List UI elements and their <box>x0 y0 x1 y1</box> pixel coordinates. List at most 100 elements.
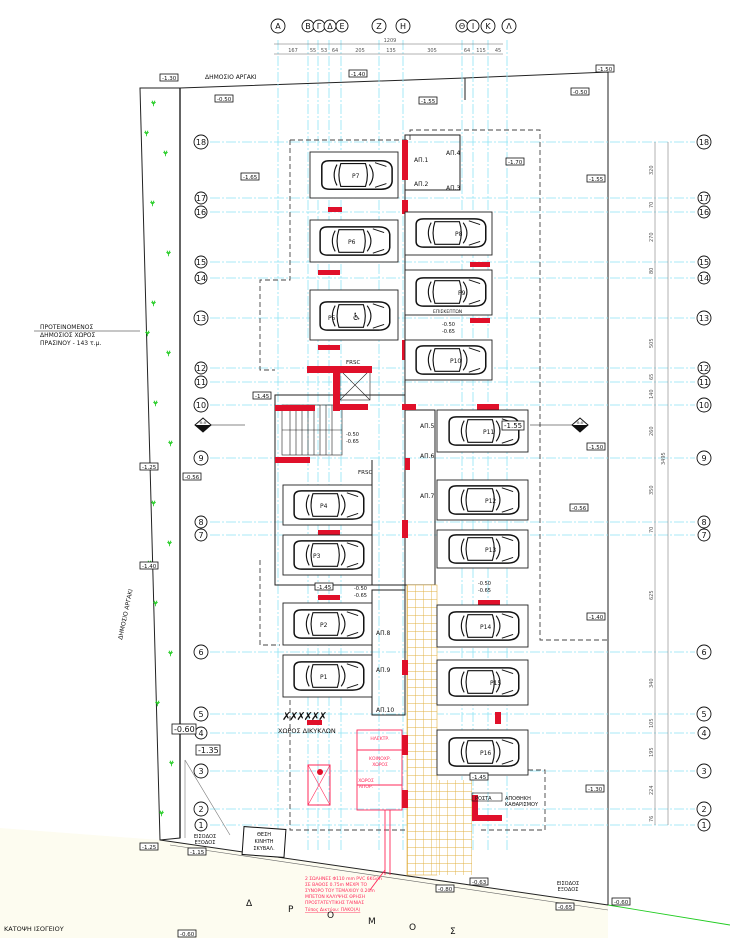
svg-text:270: 270 <box>649 232 655 242</box>
svg-text:-0.50: -0.50 <box>217 97 232 103</box>
road-label: Δ Ρ Ο Μ Ο Σ <box>246 899 456 937</box>
svg-text:140: 140 <box>649 389 655 399</box>
level-tag: -1.30 <box>585 784 605 793</box>
svg-text:2 ΣΩΛΗΝΕΣ Φ110 mm PVC 6KG/m: 2 ΣΩΛΗΝΕΣ Φ110 mm PVC 6KG/m <box>305 876 382 882</box>
level-tag: -0.60 <box>611 897 631 906</box>
parking-space-p4: P4 <box>282 484 373 526</box>
svg-text:P14: P14 <box>480 624 491 631</box>
svg-text:-1.35: -1.35 <box>198 746 219 755</box>
grid-label: Α <box>275 22 281 31</box>
level-tag: -1.55 <box>586 174 606 183</box>
trash-room-label: ΧΩΡΟΣ <box>358 778 374 784</box>
svg-text:ΠΡΑΣΙΝΟΥ - 143 τ.μ.: ΠΡΑΣΙΝΟΥ - 143 τ.μ. <box>40 340 101 347</box>
column-dimensions: 1209 167 55 53 64 205 135 305 64 115 45 <box>274 38 503 55</box>
svg-text:-0.65: -0.65 <box>346 439 359 445</box>
level-tag: -0.65 <box>555 902 575 911</box>
svg-text:80: 80 <box>649 268 655 274</box>
level-tag: -1.15 <box>187 847 207 856</box>
svg-text:305: 305 <box>427 48 437 54</box>
svg-text:320: 320 <box>649 165 655 175</box>
svg-text:260: 260 <box>649 426 655 436</box>
cleaning-store-label: ΑΠΟΘΗΚΗ <box>505 796 531 802</box>
exit-label: ΕΞΟΔΟΣ <box>558 887 579 893</box>
level-tag: -1.50 <box>586 442 606 451</box>
svg-text:Δ: Δ <box>246 899 253 909</box>
svg-text:-0.65: -0.65 <box>558 905 573 911</box>
common-room-label: ΚΟΙΝΟΧΡ. <box>369 756 391 762</box>
svg-text:14: 14 <box>196 274 206 283</box>
level-tag: -1.25 <box>139 462 159 471</box>
svg-text:P16: P16 <box>480 750 491 757</box>
level-tag: -1.55 <box>501 420 525 431</box>
row-bubbles-left: 18 17 16 15 14 13 12 11 10 9 8 7 6 5 4 3… <box>193 134 209 832</box>
svg-text:2: 2 <box>198 805 203 814</box>
svg-text:-1.55: -1.55 <box>504 422 522 430</box>
drawing-title: ΚΑΤΟΨΗ ΙΣΟΓΕΙΟΥ <box>4 925 64 933</box>
level-tag: -0.50 <box>214 94 234 103</box>
svg-text:-1.55: -1.55 <box>421 99 436 105</box>
svg-text:115: 115 <box>476 48 486 54</box>
svg-text:ΑΠ.2: ΑΠ.2 <box>414 181 429 188</box>
svg-text:ΑΠ.1: ΑΠ.1 <box>414 157 429 164</box>
svg-text:350: 350 <box>649 485 655 495</box>
grid-label: Η <box>400 22 406 31</box>
svg-text:8: 8 <box>198 518 203 527</box>
level-tag: -0.60 <box>171 723 197 735</box>
svg-text:Θ-Θ: Θ-Θ <box>200 421 207 425</box>
level-tag: -1.40 <box>139 561 159 570</box>
svg-text:167: 167 <box>288 48 298 54</box>
common-room-label: ΧΩΡΟΣ <box>372 762 388 768</box>
svg-text:2: 2 <box>701 805 706 814</box>
top-lane-label: ΔΗΜΟΣΙΟ ΑΡΓΑΚΙ <box>205 74 257 81</box>
svg-text:ΣΚΥΒΑΛ.: ΣΚΥΒΑΛ. <box>253 846 275 852</box>
svg-text:12: 12 <box>196 364 206 373</box>
entrance-label: ΕΙΣΟΔΟΣ <box>557 881 579 887</box>
parking-space-p8: P8 <box>404 211 493 256</box>
svg-text:135: 135 <box>386 48 396 54</box>
trash-room-label: ΑΠΟΡ. <box>359 784 373 790</box>
svg-text:6: 6 <box>701 648 706 657</box>
grid-label: Ζ <box>376 22 382 31</box>
svg-text:P15: P15 <box>490 680 501 687</box>
svg-text:16: 16 <box>699 208 709 217</box>
svg-text:15: 15 <box>196 258 206 267</box>
grid-label: Θ <box>459 22 465 31</box>
svg-text:11: 11 <box>196 378 206 387</box>
svg-text:-0.56: -0.56 <box>185 475 200 481</box>
grid-label: Ι <box>472 22 474 31</box>
svg-text:-1.40: -1.40 <box>351 72 366 78</box>
svg-text:224: 224 <box>649 785 655 795</box>
property-boundary <box>179 71 609 905</box>
svg-text:3: 3 <box>701 767 706 776</box>
svg-text:3: 3 <box>198 767 203 776</box>
svg-text:ΣΕ ΒΑΘΟΣ 0.75m ΜΕΧΡΙ ΤΟ: ΣΕ ΒΑΘΟΣ 0.75m ΜΕΧΡΙ ΤΟ <box>305 882 368 888</box>
parking-space-p14: P14 <box>436 604 529 648</box>
svg-text:70: 70 <box>649 202 655 208</box>
svg-text:ΜΠΕΤΟΝ ΚΑΛΥΨΗΣ ΘΡΗΣΗ: ΜΠΕΤΟΝ ΚΑΛΥΨΗΣ ΘΡΗΣΗ <box>305 894 365 900</box>
svg-text:-1.15: -1.15 <box>190 850 205 856</box>
svg-text:P13: P13 <box>485 547 496 554</box>
ramp-tiles <box>406 584 438 876</box>
svg-text:-0.63: -0.63 <box>472 880 487 886</box>
svg-text:Μ: Μ <box>368 917 376 927</box>
fire-door-label: FRSC <box>346 360 360 366</box>
parking-space-p7: P7 <box>309 151 399 199</box>
green-area-label: ΠΡΟΤΕΙΝΟΜΕΝΟΣ ΔΗΜΟΣΙΟΣ ΧΩΡΟΣ ΠΡΑΣΙΝΟΥ - … <box>34 324 140 347</box>
svg-text:7: 7 <box>198 531 203 540</box>
level-tag: -1.35 <box>195 744 221 756</box>
svg-text:-1.55: -1.55 <box>589 177 604 183</box>
parking-space-p10: P10 <box>404 339 493 381</box>
svg-text:53: 53 <box>321 48 327 54</box>
electrical-room-label: ΗΛΕΚΤΡ. <box>370 736 389 742</box>
svg-text:13: 13 <box>196 314 206 323</box>
column-bubbles: Α Β Γ Δ Ε Ζ Η Θ Ι Κ Λ <box>270 18 517 34</box>
svg-text:Θ-Θ: Θ-Θ <box>577 421 584 425</box>
level-tag: -1.70 <box>505 157 525 166</box>
svg-text:-1.25: -1.25 <box>142 845 157 851</box>
svg-text:ΑΠ.3: ΑΠ.3 <box>446 185 461 192</box>
svg-text:-0.56: -0.56 <box>572 506 587 512</box>
road-area <box>0 828 608 938</box>
drainage-note: 2 ΣΩΛΗΝΕΣ Φ110 mm PVC 6KG/m ΣΕ ΒΑΘΟΣ 0.7… <box>304 876 382 913</box>
skip-position: ΘΕΣΗ ΚΙΝΗΤΗ ΣΚΥΒΑΛ. <box>241 826 287 858</box>
